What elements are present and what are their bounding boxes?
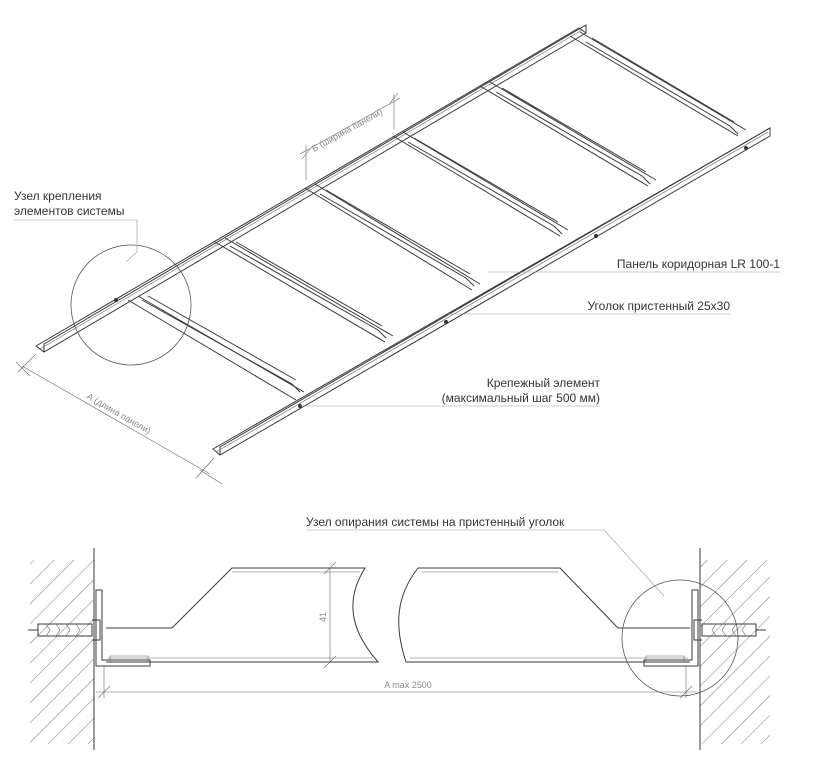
dim-label-panel-length: А (длина панели) <box>85 391 153 436</box>
detail-circle-bottom <box>621 579 739 697</box>
label-node-bottom: Узел опирания системы на пристенный угол… <box>306 515 565 529</box>
panel-section-right <box>398 567 690 663</box>
left-wall-angle <box>35 24 587 353</box>
label-node-top-line1: Узел крепления <box>14 189 102 203</box>
left-anchor <box>28 619 101 641</box>
label-fastener-line2: (максимальный шаг 500 мм) <box>442 391 600 405</box>
dim-label-span: A max 2500 <box>384 680 432 690</box>
label-panel: Панель коридорная LR 100-1 <box>617 257 780 271</box>
label-wall-angle: Уголок пристенный 25х30 <box>587 299 730 313</box>
right-wall-angle <box>212 127 771 456</box>
section-view <box>28 529 770 750</box>
isometric-view <box>14 24 780 485</box>
dim-panel-width <box>299 92 401 180</box>
right-wall <box>700 560 770 744</box>
left-wall <box>30 560 94 744</box>
label-fastener-line1: Крепежный элемент <box>487 376 601 390</box>
panel-section-left <box>106 567 380 663</box>
dim-label-height: 41 <box>318 612 328 622</box>
label-node-top-line2: элементов системы <box>14 204 124 218</box>
dim-label-panel-width: Б (ширина панели) <box>310 107 384 154</box>
dim-panel-length <box>15 353 223 485</box>
panel-edges <box>127 31 747 401</box>
detail-circle-top <box>70 244 192 366</box>
panel-ribs <box>141 37 739 393</box>
dim-height <box>323 561 337 669</box>
right-anchor <box>693 619 766 641</box>
leaders-top <box>14 219 780 407</box>
fastener-dots <box>114 146 748 408</box>
